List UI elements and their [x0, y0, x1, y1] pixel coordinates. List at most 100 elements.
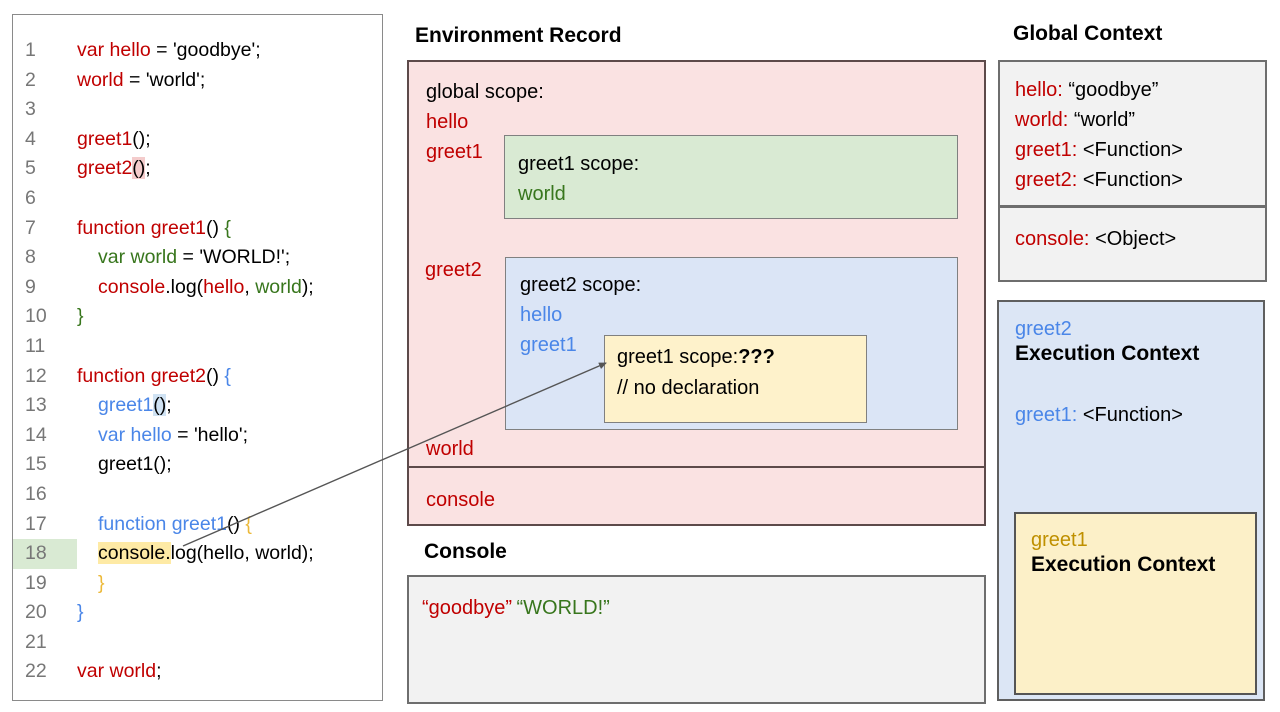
greet2-scope-var-greet1: greet1: [520, 334, 577, 356]
code-token: (): [206, 216, 225, 239]
line-number: 2: [25, 68, 36, 91]
greet2-execution-context-panel: greet2 Execution Context greet1: <Functi…: [997, 300, 1265, 701]
line-number: 16: [25, 482, 47, 505]
global-scope-var-greet2: greet2: [425, 259, 482, 281]
code-text: function greet2() {: [77, 362, 382, 392]
code-token: var world: [77, 660, 157, 683]
code-token: function greet1: [77, 216, 207, 239]
code-token: hello: [203, 275, 245, 298]
code-token: greet1: [98, 394, 154, 417]
global-scope-box: global scope: hello greet1 greet1 scope:…: [407, 60, 986, 468]
code-line: 8 var world = 'WORLD!';: [13, 243, 382, 273]
code-token: ;: [145, 157, 151, 180]
code-line: 12 function greet2() {: [13, 362, 382, 392]
greet1-scope-var-world: world: [518, 183, 566, 205]
code-line: 19}: [13, 569, 382, 599]
environment-record-title: Environment Record: [415, 24, 622, 47]
greet2-scope-var-hello: hello: [520, 304, 563, 326]
code-text: greet2();: [77, 154, 382, 184]
global-scope-var-world: world: [426, 438, 474, 460]
console-title: Console: [424, 540, 507, 563]
line-number: 13: [25, 394, 47, 417]
greet1-execution-context-title: Execution Context: [1031, 553, 1216, 576]
code-text: var world;: [77, 657, 382, 687]
code-token: console.: [98, 542, 171, 565]
code-line: 1 var hello = 'goodbye';: [13, 36, 382, 66]
global-context-variables-box: hello: “goodbye” world: “world” greet1: …: [998, 60, 1267, 207]
code-token: = 'hello';: [171, 423, 249, 446]
code-token: {: [224, 216, 231, 239]
code-text: console.log(hello, world);: [77, 273, 382, 303]
code-token: ;: [156, 660, 162, 683]
code-editor-panel: 1 var hello = 'goodbye'; 2 world = 'world';…: [12, 14, 383, 701]
global-context-objects-box: console: <Object>: [998, 206, 1267, 282]
code-line: 3: [13, 95, 382, 125]
line-number: 10: [25, 305, 47, 328]
code-token: }: [98, 571, 105, 594]
code-text: world = 'world';: [77, 66, 382, 96]
line-number: 8: [25, 246, 36, 269]
global-context-title: Global Context: [1013, 22, 1163, 45]
line-number: 1: [25, 39, 36, 61]
greet2-execution-context-name: greet2: [1015, 318, 1072, 340]
code-line: 20}: [13, 598, 382, 628]
code-token: .log(: [165, 275, 204, 298]
code-token: (): [206, 364, 225, 387]
code-text: }: [77, 302, 382, 332]
code-token: var hello: [77, 39, 151, 61]
greet2-scope-box: greet2 scope: hello greet1 greet1 scope:…: [505, 257, 958, 430]
line-number: 12: [25, 364, 47, 387]
no-declaration-comment: // no declaration: [617, 377, 760, 399]
greet2-execution-context-title: Execution Context: [1015, 342, 1200, 365]
line-number: 21: [25, 630, 47, 653]
global-context-row: hello: “goodbye”: [1015, 79, 1159, 101]
code-text: }: [77, 598, 382, 628]
code-token: }: [77, 601, 84, 624]
code-token: = 'goodbye';: [150, 39, 261, 61]
line-number: 18: [13, 539, 77, 569]
code-token: log(hello, world);: [170, 542, 314, 565]
global-context-row: greet1: <Function>: [1015, 139, 1183, 161]
line-number: 3: [25, 98, 36, 121]
code-token: world: [77, 68, 124, 91]
global-scope-var-greet1: greet1: [426, 141, 483, 163]
global-context-row: greet2: <Function>: [1015, 169, 1183, 191]
code-text: var world = 'WORLD!';: [77, 243, 382, 273]
greet1-inner-scope-box: greet1 scope:??? // no declaration: [604, 335, 867, 423]
global-context-row: console: <Object>: [1015, 228, 1177, 250]
line-number: 6: [25, 186, 36, 209]
greet2-scope-label: greet2 scope:: [520, 274, 642, 296]
line-number: 4: [25, 127, 36, 150]
line-number: 11: [25, 334, 46, 357]
code-token: {: [224, 364, 231, 387]
line-number: 9: [25, 275, 36, 298]
code-token: console: [98, 275, 166, 298]
code-text: }: [77, 569, 382, 599]
code-text: function greet1() {: [77, 510, 382, 540]
code-token: (): [227, 512, 246, 535]
code-text: var hello = 'goodbye';: [77, 36, 382, 66]
line-number: 5: [25, 157, 36, 180]
code-token: (): [132, 157, 146, 180]
code-line: 22 var world;: [13, 657, 382, 687]
console-output-goodbye: “goodbye”: [422, 597, 513, 619]
console-scope-box: console: [407, 466, 986, 526]
unknown-scope-question: ???: [738, 346, 775, 368]
code-text: console.log(hello, world);: [77, 539, 382, 569]
code-token: ();: [132, 127, 151, 150]
code-line: 21: [13, 628, 382, 658]
line-number: 22: [25, 660, 47, 683]
code-token: world: [255, 275, 302, 298]
code-text: [77, 184, 382, 214]
code-lines: 1 var hello = 'goodbye'; 2 world = 'world';…: [13, 15, 382, 687]
code-token: greet1();: [98, 453, 172, 476]
code-text: function greet1() {: [77, 214, 382, 244]
global-scope-label: global scope:: [426, 81, 544, 103]
code-token: function greet1: [98, 512, 228, 535]
